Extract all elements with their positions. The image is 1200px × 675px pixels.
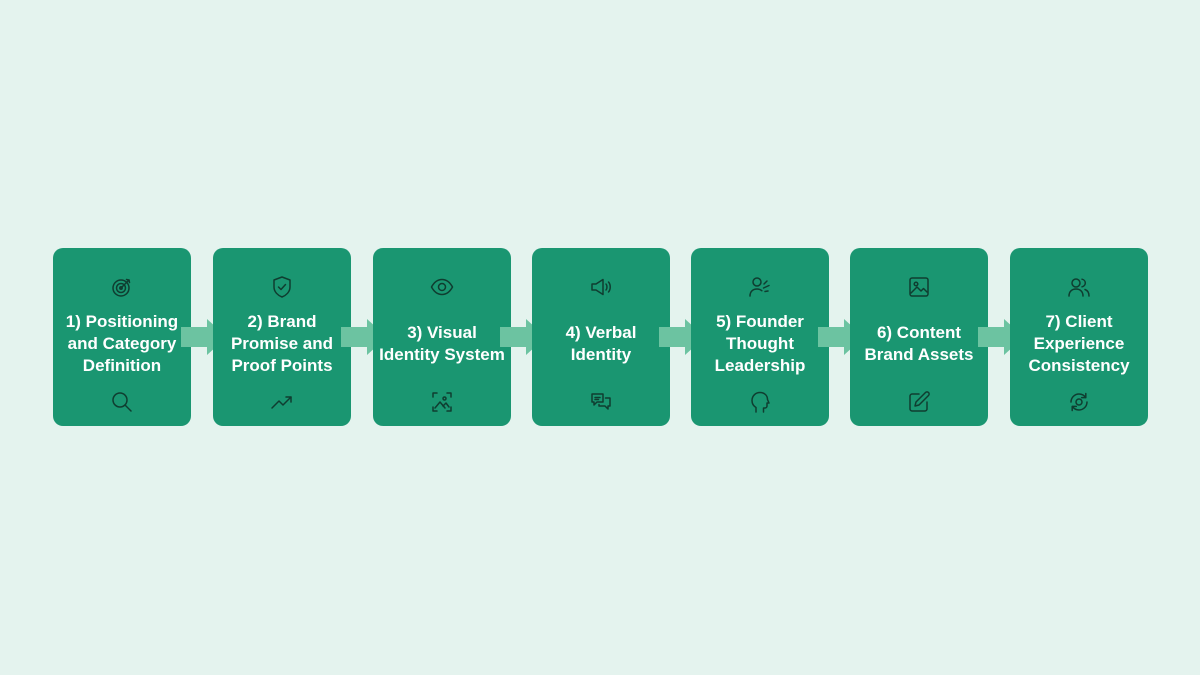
head-profile-icon xyxy=(748,390,772,414)
step-1-label: 1) Positioning and Category Definition xyxy=(65,311,179,375)
megaphone-icon xyxy=(589,275,613,299)
step-7-label-wrap: 7) Client Experience Consistency xyxy=(1014,299,1144,388)
step-4-box: 4) Verbal Identity xyxy=(532,248,670,426)
process-flow: 1) Positioning and Category Definition 2… xyxy=(53,248,1148,426)
trend-up-icon xyxy=(270,390,294,414)
step-4-label: 4) Verbal Identity xyxy=(565,322,637,364)
chat-bubbles-icon xyxy=(589,390,613,414)
search-icon xyxy=(110,390,134,414)
step-7-box: 7) Client Experience Consistency xyxy=(1010,248,1148,426)
step-1-label-wrap: 1) Positioning and Category Definition xyxy=(57,299,187,388)
step-3-box: 3) Visual Identity System xyxy=(373,248,511,426)
step-5-box: 5) Founder Thought Leadership xyxy=(691,248,829,426)
step-3-label: 3) Visual Identity System xyxy=(379,322,505,364)
edit-document-icon xyxy=(907,390,931,414)
step-1-box: 1) Positioning and Category Definition xyxy=(53,248,191,426)
step-5-label-wrap: 5) Founder Thought Leadership xyxy=(695,299,825,388)
target-icon xyxy=(110,275,134,299)
step-3-label-wrap: 3) Visual Identity System xyxy=(377,299,507,388)
user-voice-icon xyxy=(748,275,772,299)
users-icon xyxy=(1067,275,1091,299)
shield-check-icon xyxy=(270,275,294,299)
step-4-label-wrap: 4) Verbal Identity xyxy=(536,299,666,388)
step-7-label: 7) Client Experience Consistency xyxy=(1028,311,1130,375)
step-6-label-wrap: 6) Content Brand Assets xyxy=(854,299,984,388)
step-2-box: 2) Brand Promise and Proof Points xyxy=(213,248,351,426)
eye-icon xyxy=(430,275,454,299)
image-icon xyxy=(907,275,931,299)
step-6-box: 6) Content Brand Assets xyxy=(850,248,988,426)
image-frame-icon xyxy=(430,390,454,414)
step-2-label: 2) Brand Promise and Proof Points xyxy=(230,311,334,375)
step-5-label: 5) Founder Thought Leadership xyxy=(714,311,806,375)
refresh-icon xyxy=(1067,390,1091,414)
step-2-label-wrap: 2) Brand Promise and Proof Points xyxy=(217,299,347,388)
step-6-label: 6) Content Brand Assets xyxy=(864,322,974,364)
